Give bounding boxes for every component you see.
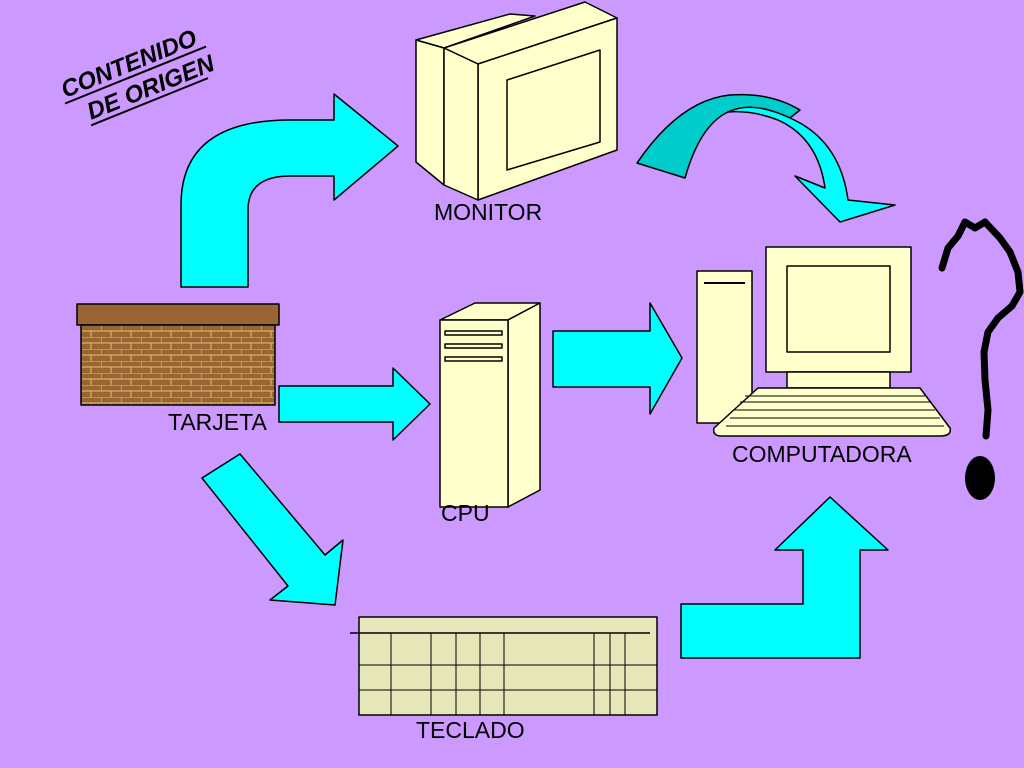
cpu-tower-icon bbox=[439, 302, 541, 508]
question-mark-icon bbox=[938, 218, 1024, 500]
arrow-cpu-to-computadora bbox=[552, 302, 683, 415]
arrow-tarjeta-to-monitor bbox=[180, 93, 399, 288]
label-computadora: COMPUTADORA bbox=[732, 441, 912, 467]
label-cpu: CPU bbox=[441, 500, 490, 526]
arrow-teclado-to-computadora bbox=[680, 496, 889, 659]
arrow-tarjeta-to-teclado bbox=[201, 453, 344, 606]
monitor-icon bbox=[415, 1, 618, 201]
keyboard-icon bbox=[350, 616, 658, 716]
label-monitor: MONITOR bbox=[434, 199, 542, 225]
brick-card-icon bbox=[76, 303, 280, 406]
label-teclado: TECLADO bbox=[416, 717, 525, 743]
desktop-computer-icon bbox=[696, 246, 952, 437]
diagram-title: CONTENIDO DE ORIGEN bbox=[57, 25, 219, 127]
arrow-monitor-to-computadora bbox=[636, 93, 896, 223]
arrow-tarjeta-to-cpu bbox=[278, 367, 431, 441]
label-tarjeta: TARJETA bbox=[168, 409, 267, 435]
